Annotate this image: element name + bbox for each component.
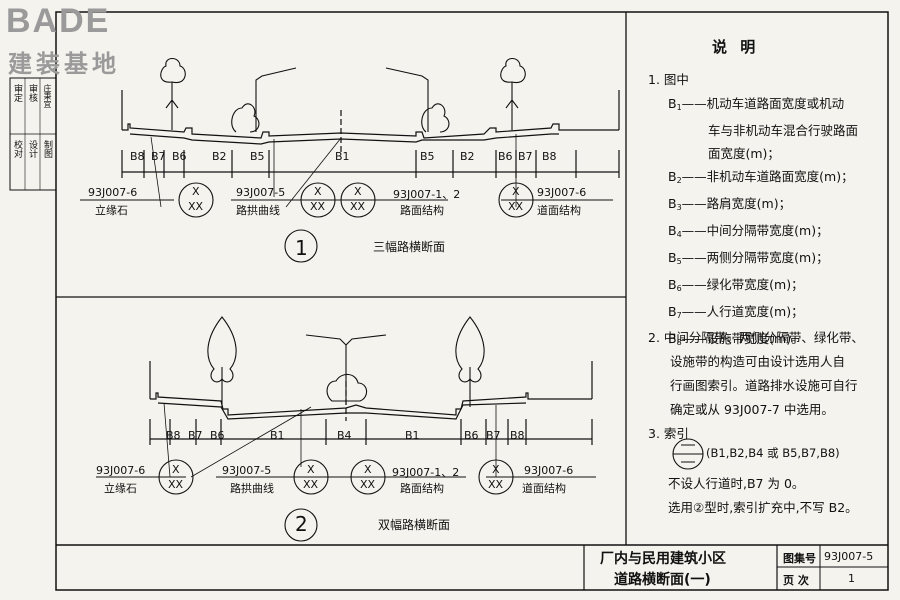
definition-row: B2——非机动车道路面宽度(m)； xyxy=(668,169,854,185)
index-symbol: X xyxy=(354,185,362,198)
index-symbol: XX xyxy=(350,200,366,213)
ref-code: 93J007-5 xyxy=(236,186,286,199)
dim-label: B5 xyxy=(420,150,435,163)
stamp-approve: 审定 xyxy=(12,84,22,102)
dim-label: B7 xyxy=(188,429,203,442)
notes-line: 设施带的构造可由设计选用人自 xyxy=(670,354,846,369)
dim-label: B7 xyxy=(518,150,533,163)
diagram-title-1: 三幅路横断面 xyxy=(373,240,446,254)
atlas-number: 93J007-5 xyxy=(824,550,874,563)
dim-label: B6 xyxy=(210,429,225,442)
dim-label: B1 xyxy=(405,429,420,442)
atlas-label: 图集号 xyxy=(783,552,816,565)
tree-icon xyxy=(207,316,485,407)
notes-item1: 1. 图中 xyxy=(648,72,689,87)
stamp-review: 审核 xyxy=(27,84,37,102)
dim-label: B8 xyxy=(166,429,181,442)
diagram-number-2: 2 xyxy=(295,512,308,536)
dim-label: B6 xyxy=(498,150,513,163)
ref-code: 93J007-6 xyxy=(537,186,587,199)
ref-label: 路面结构 xyxy=(400,204,444,217)
ref-code: 93J007-1、2 xyxy=(392,466,460,479)
index-symbol: XX xyxy=(508,200,524,213)
index-symbol: X xyxy=(512,185,520,198)
ref-label: 道面结构 xyxy=(522,482,566,495)
ref-code: 93J007-6 xyxy=(88,186,138,199)
ref-label: 路拱曲线 xyxy=(236,204,280,217)
definition-row: B5——两侧分隔带宽度(m)； xyxy=(668,250,829,266)
definition-row: B6——绿化带宽度(m)； xyxy=(668,277,804,293)
notes-line: 确定或从 93J007-7 中选用。 xyxy=(670,402,834,417)
dim-label: B6 xyxy=(464,429,479,442)
index-formula: (B1,B2,B4 或 B5,B7,B8) xyxy=(706,446,840,460)
ref-code: 93J007-6 xyxy=(96,464,146,477)
index-symbol: XX xyxy=(310,200,326,213)
index-symbol: XX xyxy=(168,478,184,491)
index-symbol: X xyxy=(172,463,180,476)
page-label: 页 次 xyxy=(783,574,809,587)
dim-label: B5 xyxy=(250,150,265,163)
dim-label: B7 xyxy=(151,150,166,163)
dim-label: B4 xyxy=(337,429,352,442)
notes-line: 选用②型时,索引扩充中,不写 B2。 xyxy=(668,500,858,515)
diagram-number-1: 1 xyxy=(295,236,308,260)
title-line-2: 道路横断面(一) xyxy=(614,572,711,588)
notes-heading: 说 明 xyxy=(712,38,760,56)
ref-label: 路面结构 xyxy=(400,482,444,495)
cross-section-2 xyxy=(96,316,596,542)
dim-label: B2 xyxy=(212,150,227,163)
definitions-list: B1——机动车道路面宽度或机动 车与非机动车混合行驶路面 面宽度(m)； B2—… xyxy=(668,96,858,351)
definition-row: B8——设施带宽度(m)。 xyxy=(668,331,804,347)
notes-line: 2. 中间分隔带、两侧分隔带、绿化带、 xyxy=(648,330,864,345)
index-symbol: XX xyxy=(360,478,376,491)
ref-label: 立缘石 xyxy=(104,482,137,495)
ref-code: 93J007-6 xyxy=(524,464,574,477)
notes-item2: 2. 中间分隔带、两侧分隔带、绿化带、 设施带的构造可由设计选用人自 行画图索引… xyxy=(648,330,864,418)
brand-subtitle: 建装基地 xyxy=(8,50,120,78)
dim-label: B8 xyxy=(542,150,557,163)
definition-row: 面宽度(m)； xyxy=(708,146,780,161)
index-symbol: X xyxy=(492,463,500,476)
index-symbol: X xyxy=(314,185,322,198)
notes-item3: 3. 索引 xyxy=(648,426,689,441)
stamp-draw: 制图 xyxy=(42,140,52,158)
dim-label: B1 xyxy=(335,150,350,163)
notes-line: 行画图索引。道路排水设施可自行 xyxy=(670,378,858,393)
title-line-1: 厂内与民用建筑小区 xyxy=(600,551,726,567)
definition-row: B7——人行道宽度(m)； xyxy=(668,304,804,320)
definition-row: 车与非机动车混合行驶路面 xyxy=(708,123,859,138)
ref-label: 立缘石 xyxy=(95,204,128,217)
dim-label: B8 xyxy=(130,150,145,163)
diagram-title-2: 双幅路横断面 xyxy=(378,518,451,532)
dim-label: B1 xyxy=(270,429,285,442)
page-number: 1 xyxy=(848,572,855,585)
ref-label: 路拱曲线 xyxy=(230,482,274,495)
definition-row: B4——中间分隔带宽度(m)； xyxy=(668,223,829,239)
index-symbol: X xyxy=(364,463,372,476)
dim-label: B8 xyxy=(510,429,525,442)
index-symbol: X xyxy=(192,185,200,198)
stamp-proofread: 校对 xyxy=(12,140,22,158)
ref-code: 93J007-1、2 xyxy=(393,188,461,201)
stamp-design: 设计 xyxy=(27,140,37,158)
cross-section-1 xyxy=(80,57,620,263)
definition-row: B3——路肩宽度(m)； xyxy=(668,196,792,212)
ref-code: 93J007-5 xyxy=(222,464,272,477)
index-symbol: XX xyxy=(303,478,319,491)
index-symbol-icon xyxy=(672,438,704,470)
tree-icon xyxy=(160,57,526,133)
ref-label: 道面结构 xyxy=(537,204,581,217)
dim-label: B7 xyxy=(486,429,501,442)
stamp-name: 庄秉宜 xyxy=(43,84,52,108)
index-symbol: XX xyxy=(188,200,204,213)
notes-line: 不设人行道时,B7 为 0。 xyxy=(668,476,805,491)
definition-row: B1——机动车道路面宽度或机动 xyxy=(668,96,845,112)
dim-label: B2 xyxy=(460,150,475,163)
brand-logo-text: BADE xyxy=(6,2,111,40)
dim-label: B6 xyxy=(172,150,187,163)
index-symbol: X xyxy=(307,463,315,476)
index-symbol: XX xyxy=(488,478,504,491)
